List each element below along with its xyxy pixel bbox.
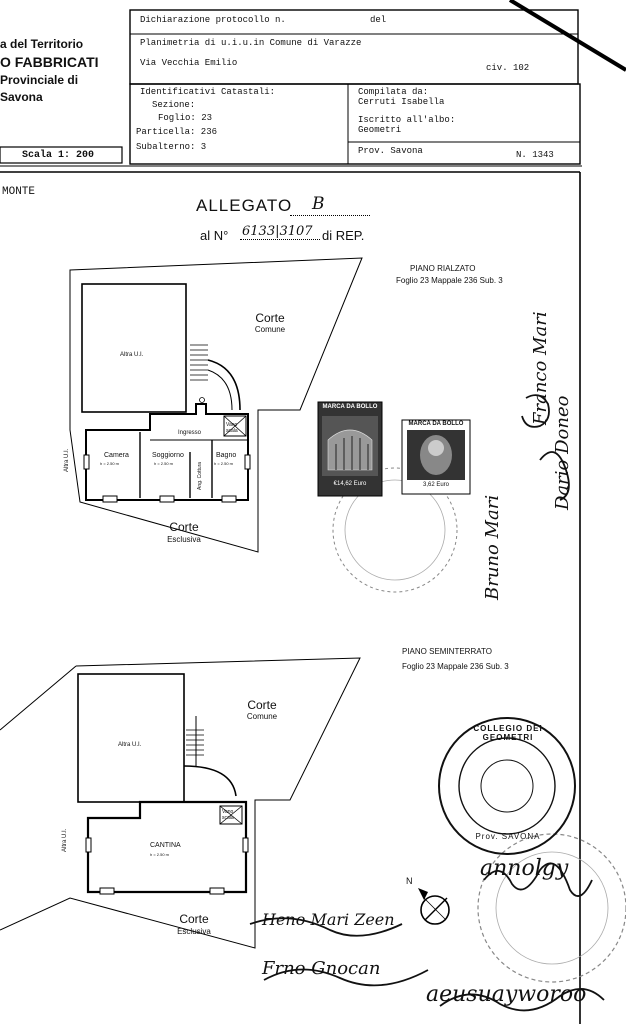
seal-text: COLLEGIO DEI GEOMETRI	[473, 724, 543, 742]
di-rep-label: di REP.	[322, 228, 365, 243]
seminterrato-comune: Comune	[246, 712, 278, 721]
corner-stroke	[508, 0, 626, 72]
room-camera-height: h = 2.50 m	[100, 461, 120, 466]
signature-bottom-1: Heno Mari Zeen	[262, 910, 395, 929]
prov-label: Prov. Savona	[358, 146, 423, 156]
signature-vertical-2: Bruno Mari	[482, 494, 503, 600]
agency-line2: O FABBRICATI	[0, 54, 99, 70]
identificativi-label: Identificativi Catastali:	[140, 87, 276, 97]
handwritten-strokes	[249, 394, 605, 1012]
signature-right-2: aeusuayworoo	[426, 982, 587, 1007]
particella-label: Particella: 236	[136, 127, 218, 137]
rialzato-ingresso: Ingresso	[178, 430, 202, 436]
marca1-title: MARCA DA BOLLO	[322, 404, 378, 410]
rialzato-esclusiva: Esclusiva	[167, 535, 201, 544]
dichiarazione-label: Dichiarazione protocollo n.	[140, 15, 286, 25]
agency-line4: Savona	[0, 90, 43, 104]
iscritto-label: Iscritto all'albo:	[358, 115, 456, 125]
north-arrow	[418, 888, 450, 925]
seminterrato-altra-ui: Altra U.I.	[118, 742, 142, 748]
compilata-label: Compilata da:	[358, 87, 429, 97]
allegato-field: B	[290, 194, 370, 216]
signature-vertical-1: Franco Mari	[530, 311, 551, 425]
rialzato-corte-top: Corte	[255, 311, 285, 325]
room-camera: Camera	[104, 452, 129, 459]
faint-seal-bottom	[477, 833, 626, 983]
header-id-box	[129, 83, 581, 165]
al-n-number: 6133|3107	[242, 224, 313, 239]
civ-label: civ. 102	[486, 63, 530, 73]
scale-box	[0, 146, 123, 164]
room-ang-cottura: Ang. Cottura	[197, 461, 203, 490]
planimetria-label: Planimetria di u.i.u.in Comune di Varazz…	[140, 38, 362, 48]
plan-rialzato	[69, 257, 363, 553]
compilata-value: Cerruti Isabella	[358, 97, 445, 107]
room-cantina: CANTINA	[150, 842, 181, 849]
foglio-label: Foglio: 23	[158, 113, 213, 123]
agency-line1: a del Territorio	[0, 37, 84, 51]
rialzato-subtitle: Foglio 23 Mappale 236 Sub. 3	[396, 276, 503, 285]
marca1-value: €14,62 Euro	[333, 481, 367, 487]
seminterrato-title: PIANO SEMINTERRATO	[402, 647, 492, 656]
sezione-label: Sezione:	[152, 100, 196, 110]
signature-vertical-3: Dario Doneo	[552, 395, 573, 510]
via-label: Via Vecchia Emilio	[140, 58, 238, 68]
room-soggiorno: Soggiorno	[152, 452, 184, 459]
north-label: N	[406, 876, 413, 886]
seal-prov: Prov. SAVONA	[475, 832, 541, 841]
marca2-title: MARCA DA BOLLO	[408, 421, 464, 427]
seminterrato-subtitle: Foglio 23 Mappale 236 Sub. 3	[402, 662, 509, 671]
room-soggiorno-height: h = 2.50 m	[154, 461, 174, 466]
agency-header: a del Territorio O FABBRICATI Provincial…	[0, 36, 128, 106]
seminterrato-corte-bottom: Corte	[179, 912, 209, 926]
monte-label: MONTE	[2, 186, 36, 198]
room-bagno: Bagno	[216, 452, 237, 459]
signature-bottom-2: Frno Gnocan	[262, 958, 381, 979]
rialzato-comune: Comune	[254, 325, 286, 334]
rialzato-vano-scala: Vano scala	[226, 422, 238, 434]
seminterrato-corte-top: Corte	[247, 698, 277, 712]
rialzato-altra-ui-side: Altra U.I.	[64, 448, 70, 472]
iscritto-value: Geometri	[358, 125, 402, 135]
agency-line3: Provinciale di	[0, 73, 79, 87]
del-label: del	[370, 15, 387, 25]
allegato-label: ALLEGATO	[196, 196, 293, 215]
plan-seminterrato	[0, 657, 361, 949]
seminterrato-vano-scala: Vano scala	[222, 809, 234, 821]
seminterrato-esclusiva: Esclusiva	[177, 927, 211, 936]
al-n-label: al N°	[200, 228, 229, 243]
rialzato-title: PIANO RIALZATO	[410, 264, 476, 273]
geometri-seal	[438, 717, 576, 855]
rialzato-altra-ui: Altra U.I.	[120, 352, 144, 358]
allegato-letter: B	[312, 194, 325, 214]
marca-bollo-2	[401, 419, 471, 495]
room-cantina-height: h = 2.50 m	[150, 852, 170, 857]
subalterno-label: Subalterno: 3	[136, 142, 207, 152]
numero-label: N. 1343	[516, 150, 554, 160]
scale-label: Scala 1: 200	[22, 150, 95, 161]
marca-bollo-1	[317, 401, 383, 497]
rialzato-corte-bottom: Corte	[169, 520, 199, 534]
signature-right-1: annolgy	[480, 856, 569, 881]
al-n-field: 6133|3107	[240, 224, 320, 240]
seminterrato-altra-ui-side: Altra U.I.	[62, 828, 68, 852]
faint-seal-rialzato	[332, 467, 458, 593]
marca2-value: 3,62 Euro	[422, 482, 450, 488]
room-bagno-height: h = 2.50 m	[214, 461, 234, 466]
